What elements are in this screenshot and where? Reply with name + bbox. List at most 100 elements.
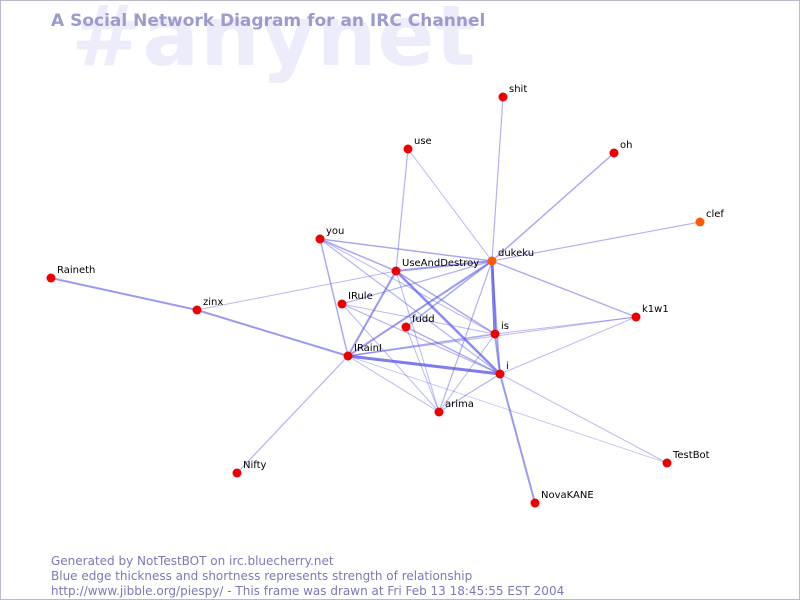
node-zinx[interactable]: zinx [192, 297, 224, 315]
edge-UseAndDestroy-zinx [196, 270, 397, 311]
edge-dukeku-arima [438, 260, 493, 413]
node-arima[interactable]: arima [434, 399, 474, 417]
edge-you-i [319, 238, 501, 375]
node-label: k1w1 [642, 304, 669, 315]
node-dot[interactable] [46, 273, 56, 283]
node-label: IRule [348, 291, 373, 302]
edges-layer [50, 96, 701, 504]
edge-IRainl-i [347, 354, 501, 376]
edge-use-UseAndDestroy [395, 148, 409, 272]
node-dot[interactable] [530, 498, 540, 508]
node-label: TestBot [672, 450, 710, 461]
node-dot[interactable] [487, 256, 497, 266]
edge-IRainl-TestBot [347, 355, 668, 464]
node-dot[interactable] [403, 144, 413, 154]
edge-dukeku-IRainl [347, 260, 493, 357]
node-label: dukeku [498, 248, 534, 259]
edge-is-arima [438, 333, 496, 413]
edge-is-i [494, 333, 501, 375]
edge-you-UseAndDestroy [319, 238, 397, 272]
edge-IRainl-is [347, 333, 496, 357]
node-label: NovaKANE [541, 490, 594, 501]
node-TestBot[interactable]: TestBot [662, 450, 710, 468]
footer-legend-note: Blue edge thickness and shortness repres… [51, 569, 473, 583]
node-label: is [501, 321, 509, 332]
edge-zinx-IRainl [196, 309, 349, 357]
node-dot[interactable] [401, 322, 411, 332]
node-UseAndDestroy[interactable]: UseAndDestroy [391, 258, 480, 276]
node-label: UseAndDestroy [402, 258, 479, 269]
diagram-title: A Social Network Diagram for an IRC Chan… [51, 11, 486, 31]
edge-UseAndDestroy-arima [395, 270, 440, 413]
node-dot[interactable] [315, 234, 325, 244]
edge-dukeku-UseAndDestroy [395, 260, 493, 272]
node-label: you [326, 226, 344, 237]
node-dot[interactable] [391, 266, 401, 276]
edge-dukeku-fudd [405, 260, 493, 328]
node-dot[interactable] [631, 312, 641, 322]
node-label: IRainI [354, 343, 382, 354]
node-label: Nifty [243, 460, 267, 471]
node-use[interactable]: use [403, 136, 432, 154]
node-clef[interactable]: clef [695, 209, 725, 227]
node-is[interactable]: is [490, 321, 510, 339]
edge-IRainl-arima [347, 355, 440, 413]
node-label: clef [706, 209, 724, 220]
edge-use-dukeku [407, 148, 493, 262]
edge-i-arima [438, 373, 501, 413]
edge-UseAndDestroy-is [395, 270, 496, 335]
node-dukeku[interactable]: dukeku [487, 248, 535, 266]
edge-dukeku-IRule [341, 260, 493, 305]
node-IRule[interactable]: IRule [337, 291, 373, 309]
edge-UseAndDestroy-i [395, 270, 501, 375]
edge-i-k1w1 [499, 316, 637, 375]
node-dot[interactable] [662, 458, 672, 468]
node-dot[interactable] [337, 299, 347, 309]
node-dot[interactable] [490, 329, 500, 339]
edge-Raineth-zinx [50, 277, 198, 311]
edge-IRule-arima [341, 303, 440, 413]
node-dot[interactable] [434, 407, 444, 417]
node-k1w1[interactable]: k1w1 [631, 304, 669, 322]
edge-you-IRainl [319, 238, 349, 357]
node-label: fudd [412, 314, 435, 325]
edge-fudd-i [405, 326, 501, 375]
node-dot[interactable] [609, 148, 619, 158]
node-dot[interactable] [495, 369, 505, 379]
node-fudd[interactable]: fudd [401, 314, 435, 332]
node-oh[interactable]: oh [609, 140, 633, 158]
footer-url-timestamp: http://www.jibble.org/piespy/ - This fra… [51, 584, 565, 598]
edge-dukeku-clef [491, 221, 701, 262]
node-i[interactable]: i [495, 361, 509, 379]
node-you[interactable]: you [315, 226, 345, 244]
node-label: use [414, 136, 432, 147]
edge-dukeku-i [491, 260, 501, 375]
edge-dukeku-k1w1 [491, 260, 637, 318]
node-label: Raineth [57, 265, 95, 276]
node-dot[interactable] [232, 468, 242, 478]
node-dot[interactable] [192, 305, 202, 315]
edge-is-k1w1 [494, 316, 637, 335]
node-Nifty[interactable]: Nifty [232, 460, 267, 478]
node-dot[interactable] [695, 217, 705, 227]
node-label: shit [509, 84, 527, 95]
edge-fudd-arima [405, 326, 440, 413]
node-label: arima [445, 399, 474, 410]
edge-IRainl-Nifty [236, 355, 349, 474]
node-label: zinx [203, 297, 223, 308]
edge-dukeku-oh [491, 152, 615, 262]
node-IRainl[interactable]: IRainI [343, 343, 382, 361]
node-dot[interactable] [498, 92, 508, 102]
footer-generated-by: Generated by NotTestBOT on irc.bluecherr… [51, 554, 334, 568]
channel-watermark: #anynet [71, 0, 477, 85]
edge-IRule-i [341, 303, 501, 375]
node-dot[interactable] [343, 351, 353, 361]
node-Raineth[interactable]: Raineth [46, 265, 96, 283]
edge-dukeku-you [319, 238, 493, 262]
node-NovaKANE[interactable]: NovaKANE [530, 490, 594, 508]
edge-dukeku-shit [491, 96, 504, 262]
node-shit[interactable]: shit [498, 84, 528, 102]
node-label: oh [620, 140, 632, 151]
